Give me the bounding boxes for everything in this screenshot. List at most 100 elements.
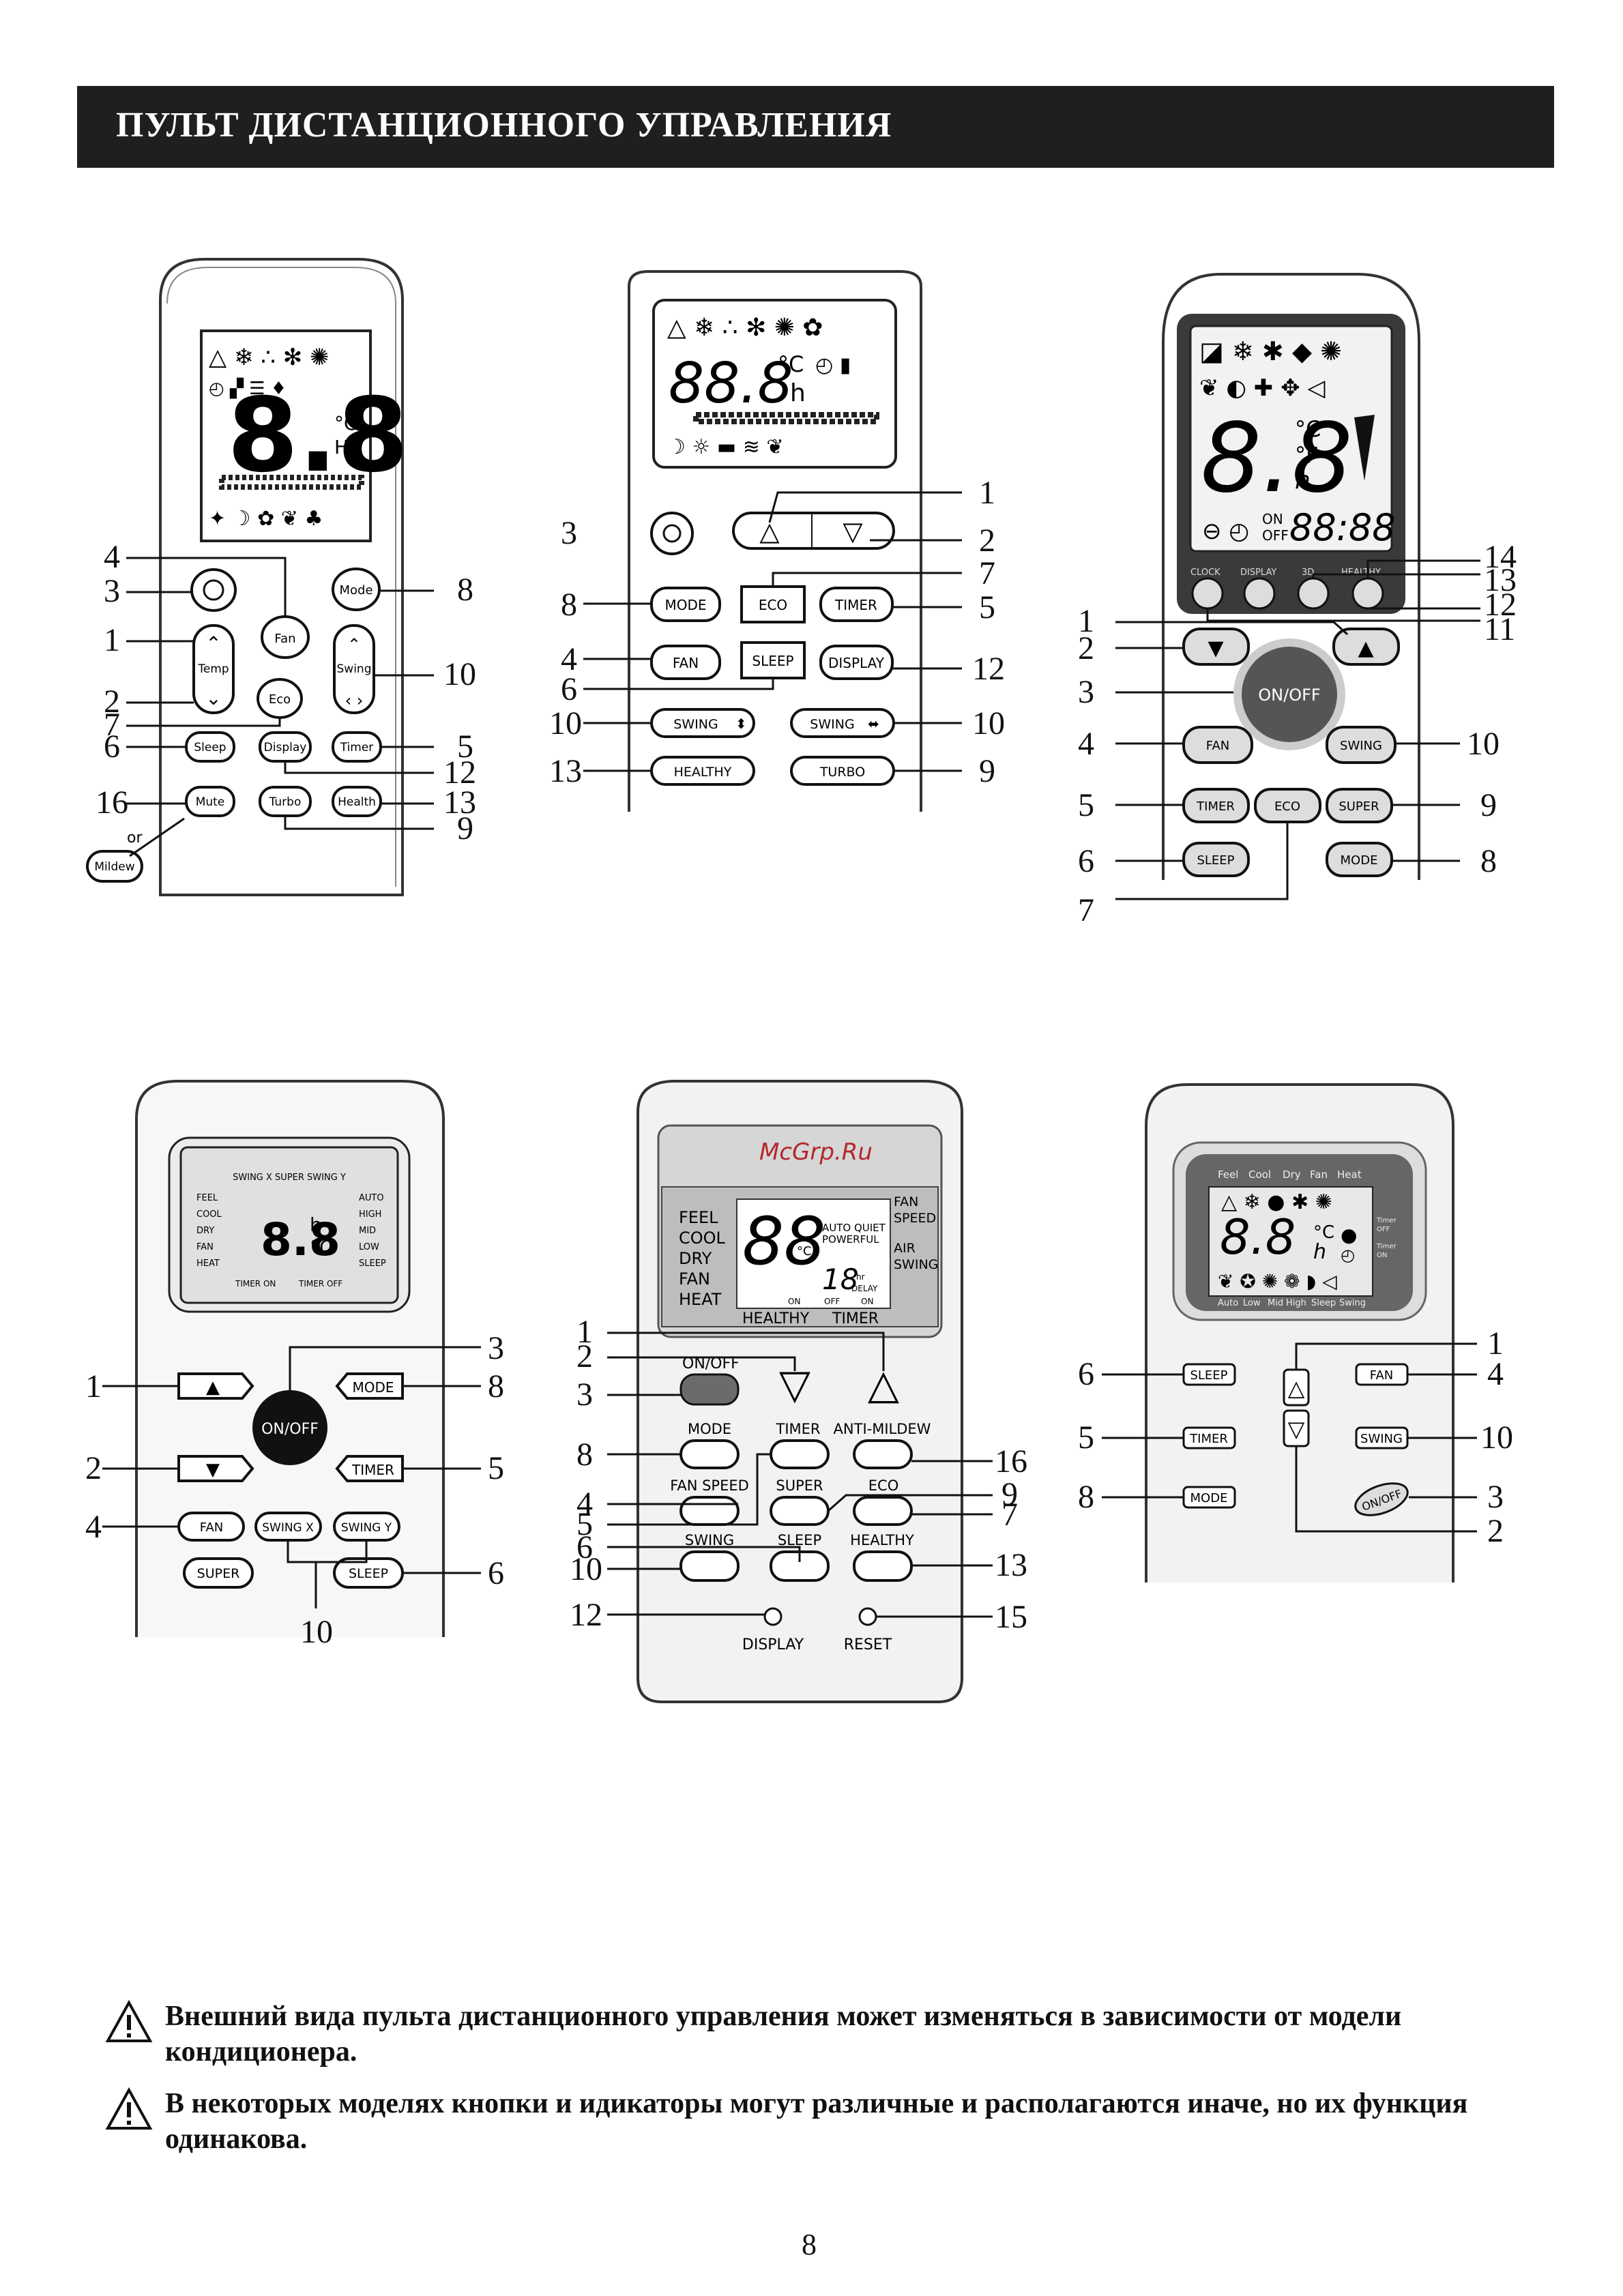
temp-rocker[interactable]: Temp⌃⌄	[192, 624, 235, 714]
svg-text:TIMER: TIMER	[832, 1310, 879, 1327]
timer-button[interactable]: Timer	[332, 731, 382, 763]
mode-button[interactable]: MODE	[650, 587, 721, 622]
temp-up-down-button[interactable]: △▽	[732, 512, 895, 550]
page-number: 8	[802, 2228, 817, 2261]
swing-rocker[interactable]: Swing⌃‹ ›	[333, 624, 375, 714]
svg-text:h: h	[1295, 467, 1311, 495]
mode-button[interactable]: Mode	[332, 568, 381, 611]
svg-text:3: 3	[561, 515, 577, 551]
sleep-button[interactable]: SLEEP	[1182, 842, 1250, 877]
svg-text:Timer: Timer	[340, 741, 374, 754]
timer-button[interactable]	[770, 1439, 830, 1469]
svg-text:3: 3	[488, 1330, 504, 1366]
remote-6: Feel Cool Dry Fan Heat △ ❄ ● ✱ ✺ 8.8 °C …	[1078, 1083, 1513, 1583]
healthy-button[interactable]	[853, 1550, 913, 1582]
svg-text:8.8: 8.8	[261, 1213, 340, 1266]
display-button[interactable]: Display	[259, 731, 312, 763]
svg-text:SWING X SUPER SWING Y: SWING X SUPER SWING Y	[233, 1173, 346, 1183]
svg-text:Sleep: Sleep	[1311, 1298, 1336, 1308]
mode-button[interactable]	[679, 1439, 740, 1469]
svg-text:FAN: FAN	[1370, 1368, 1393, 1383]
fan-button[interactable]: Fan	[261, 615, 310, 659]
timer-button[interactable]: TIMER	[819, 587, 894, 622]
lcd-screen	[1189, 325, 1393, 553]
svg-text:88:88: 88:88	[1289, 506, 1396, 549]
eco-button[interactable]: ECO	[1254, 788, 1321, 823]
fan-button[interactable]: FAN	[177, 1512, 245, 1542]
swing-horizontal-button[interactable]: SWING⬌	[790, 708, 895, 738]
swing-x-button[interactable]: SWING X	[254, 1512, 322, 1542]
power-button[interactable]	[190, 568, 237, 612]
svg-text:9: 9	[1480, 787, 1497, 823]
display-pinhole-button[interactable]	[763, 1607, 783, 1626]
on-off-button[interactable]: ON/OFF	[1233, 638, 1345, 750]
on-off-button[interactable]: ON/OFF	[252, 1390, 327, 1465]
fan-button[interactable]: FAN	[1182, 726, 1253, 764]
timer-button[interactable]: TIMER	[1182, 788, 1250, 823]
svg-text:‹ ›: ‹ ›	[345, 691, 364, 710]
svg-text:HIGH: HIGH	[359, 1209, 381, 1220]
turbo-button[interactable]: Turbo	[259, 786, 312, 817]
eco-button[interactable]	[853, 1496, 913, 1526]
mute-button[interactable]: Mute	[185, 786, 235, 817]
3d-button[interactable]	[1297, 577, 1330, 610]
svg-text:ECO: ECO	[868, 1477, 898, 1494]
super-button[interactable]: SUPER	[1326, 788, 1393, 823]
svg-text:Heat: Heat	[1337, 1168, 1362, 1181]
swing-button[interactable]: SWING	[1355, 1426, 1409, 1449]
sleep-button[interactable]: Sleep	[185, 731, 235, 763]
super-button[interactable]: SUPER	[183, 1557, 254, 1589]
display-button[interactable]: DISPLAY	[819, 645, 894, 680]
up-button[interactable]: ▲	[1332, 628, 1400, 666]
svg-text:2: 2	[104, 683, 120, 720]
healthy-button[interactable]: HEALTHY	[650, 756, 755, 786]
mode-button[interactable]: MODE	[335, 1372, 404, 1400]
svg-text:5: 5	[488, 1450, 504, 1486]
fan-speed-button[interactable]	[679, 1496, 740, 1526]
sleep-button[interactable]: SLEEP	[1182, 1363, 1236, 1386]
swing-vertical-button[interactable]: SWING⬍	[650, 708, 755, 738]
svg-text:Sleep: Sleep	[194, 741, 226, 754]
mode-button[interactable]: MODE	[1182, 1486, 1236, 1509]
timer-button[interactable]: TIMER	[1182, 1426, 1236, 1449]
up-button[interactable]: ▲	[177, 1372, 254, 1400]
healthy-top-button[interactable]	[1351, 577, 1384, 610]
svg-text:▽: ▽	[843, 516, 863, 546]
svg-text:TIMER: TIMER	[1196, 799, 1235, 814]
turbo-button[interactable]: TURBO	[790, 756, 895, 786]
svg-text:4: 4	[1078, 726, 1094, 762]
svg-text:⌃: ⌃	[347, 635, 361, 654]
temp-up-button[interactable]: △	[1283, 1368, 1310, 1407]
display-top-button[interactable]	[1243, 577, 1276, 610]
down-button[interactable]: ▼	[177, 1455, 254, 1482]
svg-text:10: 10	[300, 1614, 333, 1650]
svg-text:1: 1	[85, 1368, 102, 1404]
swing-button[interactable]: SWING	[1326, 726, 1397, 764]
mildew-button[interactable]: Mildew	[86, 850, 143, 883]
reset-pinhole-button[interactable]	[858, 1607, 877, 1626]
down-button[interactable]: ▼	[1182, 628, 1250, 666]
health-button[interactable]: Health	[332, 786, 382, 817]
sleep-button[interactable]: SLEEP	[333, 1557, 404, 1589]
eco-button[interactable]: ECO	[740, 585, 806, 623]
temp-down-button[interactable]: ▽	[1283, 1409, 1310, 1447]
anti-mildew-button[interactable]	[853, 1439, 913, 1469]
fan-button[interactable]: FAN	[650, 645, 721, 680]
on-off-button[interactable]	[679, 1373, 740, 1406]
sleep-button[interactable]: SLEEP	[740, 641, 806, 679]
svg-text:°F: °F	[1295, 442, 1318, 468]
timer-button[interactable]: TIMER	[335, 1455, 404, 1482]
mode-button[interactable]: MODE	[1326, 842, 1393, 877]
watermark: McGrp.Ru	[759, 1138, 873, 1166]
super-button[interactable]	[770, 1496, 830, 1526]
swing-button[interactable]	[679, 1550, 740, 1582]
remote-2: △ ❄ ∴ ✻ ✺ ✿ 88.8 °C h ◴ ▮ ☽ ☼ ▬ ≋ ❦ △▽ M…	[549, 270, 1005, 812]
clock-button[interactable]	[1191, 577, 1224, 610]
eco-button[interactable]: Eco	[257, 678, 303, 719]
svg-text:SUPER: SUPER	[776, 1477, 823, 1494]
page-title: ПУЛЬТ ДИСТАНЦИОННОГО УПРАВЛЕНИЯ	[116, 106, 892, 145]
fan-button[interactable]: FAN	[1355, 1363, 1409, 1386]
power-button[interactable]	[650, 512, 694, 555]
swing-y-button[interactable]: SWING Y	[333, 1512, 400, 1542]
